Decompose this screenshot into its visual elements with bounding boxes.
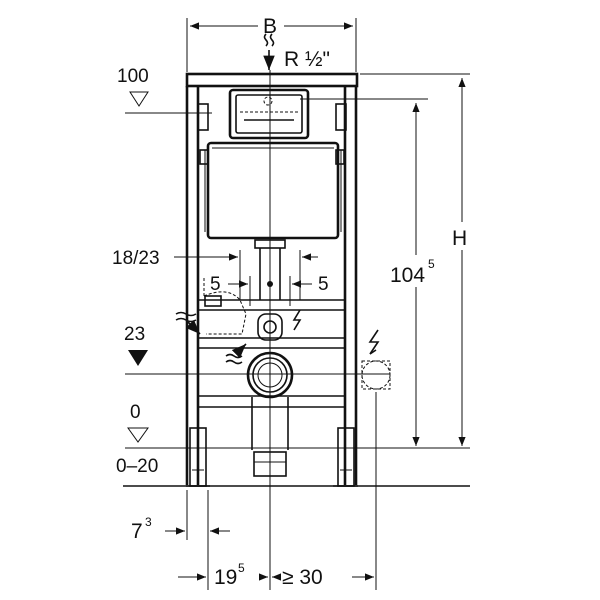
level-23-marker: 23 [124, 324, 390, 375]
flush-bend-outline [203, 278, 247, 335]
height-104-label: 104 [390, 264, 425, 287]
drain-pipe [246, 351, 294, 477]
water-connection-marker: R ½" [263, 33, 330, 71]
level-23-label: 23 [124, 324, 145, 345]
water-supply-marker-right [225, 343, 247, 365]
width-dimension-b: B [186, 14, 357, 72]
offset-5-dimensions: 5 5 [210, 274, 329, 306]
power-socket-outline [361, 360, 391, 590]
offset-18-23-label: 18/23 [112, 248, 160, 269]
cistern-tank [204, 141, 342, 249]
level-0-label: 0 [130, 402, 141, 423]
height-dimension-h: H [360, 73, 476, 446]
power-supply-icon-inner [292, 309, 302, 331]
height-dimension-104: 104 5 [300, 98, 444, 446]
height-label-h: H [452, 227, 467, 250]
offset-5-right-label: 5 [318, 274, 329, 295]
offset-5-left-label: 5 [210, 274, 221, 295]
offset-19-dimension: 19 5 [178, 561, 268, 589]
offset-30-label: ≥ 30 [282, 566, 323, 589]
offset-30-dimension: ≥ 30 [272, 566, 374, 589]
installation-frame [185, 72, 359, 487]
connection-label: R ½" [284, 48, 330, 71]
range-0-20-label: 0–20 [116, 456, 158, 477]
height-104-sup: 5 [428, 257, 435, 271]
offset-7-dimension: 7 3 [131, 490, 230, 590]
offset-7-sup: 3 [145, 515, 152, 529]
offset-18-23-dimension: 18/23 [112, 248, 318, 300]
level-0-marker: 0 0–20 [116, 402, 470, 487]
flush-pipe [257, 70, 283, 590]
water-supply-marker-left [175, 311, 201, 335]
offset-7-label: 7 [131, 520, 143, 543]
width-label-b: B [263, 15, 277, 38]
power-supply-icon [368, 329, 380, 355]
offset-19-sup: 5 [238, 561, 245, 575]
offset-19-label: 19 [214, 566, 237, 589]
level-100-label: 100 [117, 66, 149, 87]
flush-actuator-plate [228, 88, 310, 140]
